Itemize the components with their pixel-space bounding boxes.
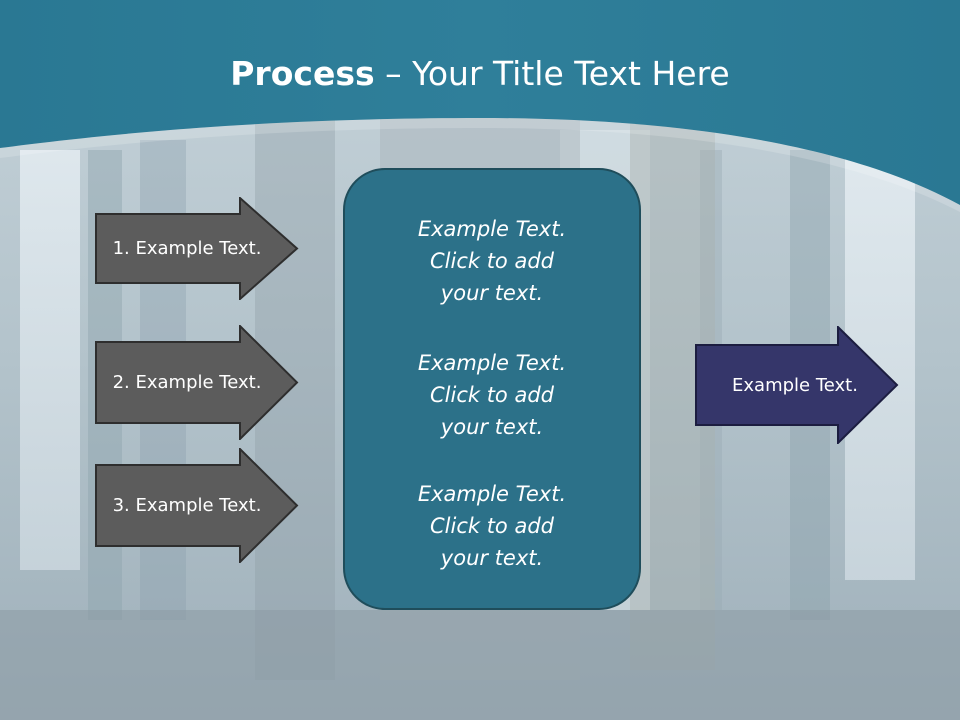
left-arrow-3-label: 3. Example Text. [112,495,262,516]
center-item-1-line1: Example Text. [417,217,567,241]
center-item-2-line1: Example Text. [417,351,567,375]
arrow-shape [695,326,899,444]
left-arrow-1[interactable]: 1. Example Text. [95,197,299,300]
center-item-2[interactable]: Example Text. Click to add your text. [343,347,641,443]
left-arrow-2[interactable]: 2. Example Text. [95,325,299,440]
center-item-1-line3: your text. [440,281,544,305]
center-item-3-line1: Example Text. [417,482,567,506]
title-bold: Process [230,54,375,93]
title-rest: – Your Title Text Here [374,54,730,93]
left-arrow-1-label: 1. Example Text. [112,238,262,259]
center-item-3[interactable]: Example Text. Click to add your text. [343,478,641,574]
center-text-box[interactable] [343,168,641,610]
right-arrow-label: Example Text. [732,374,858,396]
center-item-1-line2: Click to add [429,249,554,273]
right-arrow[interactable]: Example Text. [695,326,899,444]
center-item-2-line3: your text. [440,415,544,439]
left-arrow-3[interactable]: 3. Example Text. [95,448,299,563]
center-item-3-line3: your text. [440,546,544,570]
center-item-2-line2: Click to add [429,383,554,407]
center-item-3-line2: Click to add [429,514,554,538]
arrow-shape [95,197,299,300]
left-arrow-2-label: 2. Example Text. [112,372,262,393]
arrow-shape [95,325,299,440]
arrow-shape [95,448,299,563]
slide-title: Process – Your Title Text Here [0,52,960,96]
center-item-1[interactable]: Example Text. Click to add your text. [343,213,641,309]
